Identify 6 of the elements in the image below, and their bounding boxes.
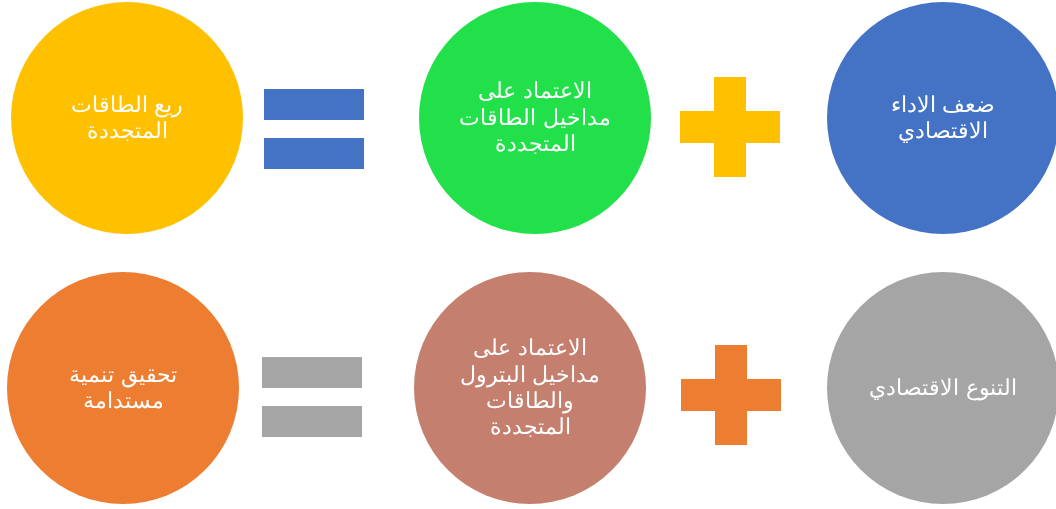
node-label: تحقيق تنمية مستدامة	[68, 361, 178, 415]
node-label: التنوع الاقتصادي	[869, 374, 1017, 402]
node-label: ريع الطاقات المتجددة	[69, 91, 185, 145]
node-label: ضعف الاداء الاقتصادي	[889, 91, 997, 145]
node-label: الاعتماد على مداخيل البترول والطاقات المتجددة	[458, 335, 602, 441]
node-label: الاعتماد على مداخيل الطاقات المتجددة	[458, 78, 612, 158]
